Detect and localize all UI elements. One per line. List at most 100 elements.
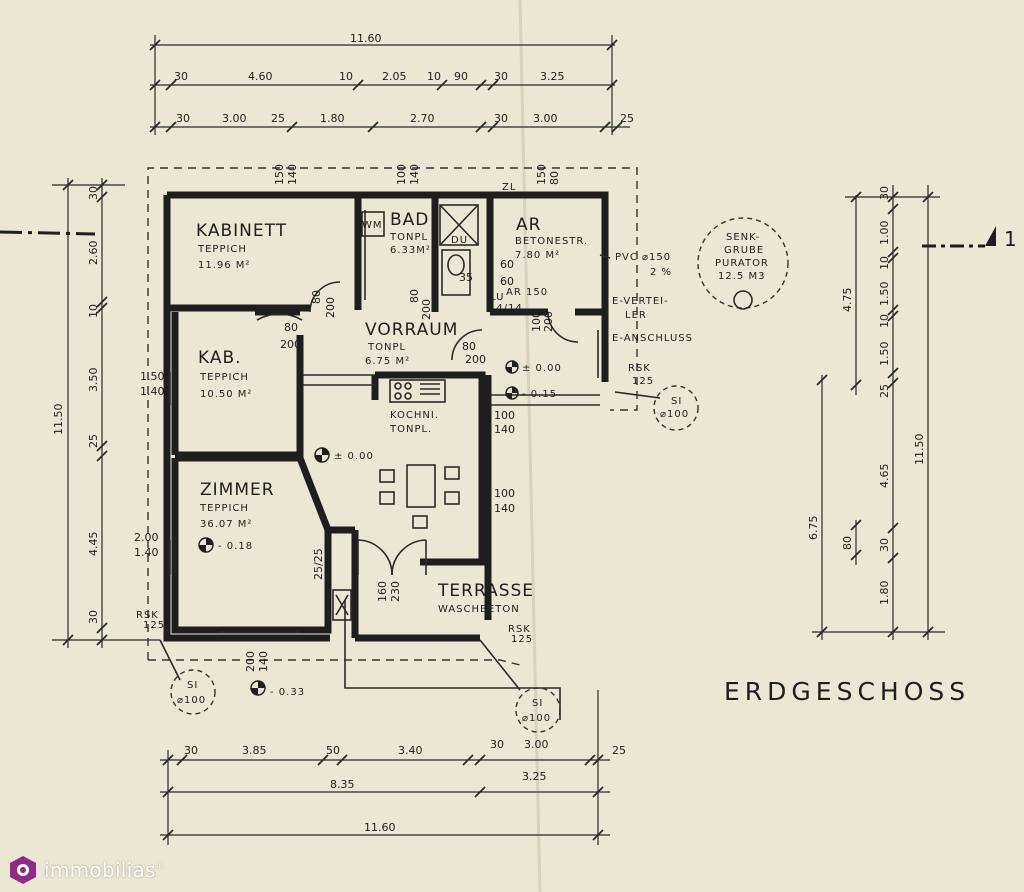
plan-title: ERDGESCHOSS <box>724 677 970 706</box>
room-bad-floor: TONPL <box>389 232 428 243</box>
paper-fold <box>518 0 542 892</box>
opening-200c: 200 <box>324 297 337 318</box>
fixture-ar150: AR 150 <box>506 287 548 298</box>
top-dim-325: 3.25 <box>540 70 565 83</box>
brand-text: immobilias <box>44 858 156 882</box>
opening-200e: 200 <box>542 311 555 332</box>
fixture-labels: WM DU ZL AR 150 LU 14/14 <box>362 182 548 314</box>
bottom-dim-30a: 30 <box>184 744 198 757</box>
e-verteiler-label-2: LER <box>625 310 647 321</box>
rsk-left-value: 125 <box>143 620 165 631</box>
top-dim3-300b: 3.00 <box>533 112 558 125</box>
bottom-dim-50: 50 <box>326 744 340 757</box>
top-dimensions: 11.60 30 4.60 10 2.05 10 90 30 3.25 30 3… <box>149 32 634 135</box>
room-kochni-name: KOCHNI. <box>390 410 439 421</box>
right-dim-10b: 10 <box>878 314 891 328</box>
room-ar-area: 7.80 M² <box>515 250 560 261</box>
right-dim-150a: 1.50 <box>878 282 891 307</box>
interior-details <box>169 204 600 633</box>
bottom-overall-dim: 11.60 <box>364 821 396 834</box>
si-left-value: ⌀100 <box>177 695 206 706</box>
top-dim3-300a: 3.00 <box>222 112 247 125</box>
level-marker-ar2-icon <box>505 386 519 400</box>
brand-registered-mark: ® <box>155 862 166 873</box>
window-100e: 100 <box>494 409 515 422</box>
left-dim-10: 10 <box>87 304 100 318</box>
section-marker-label: 1 <box>1004 227 1017 251</box>
top-overall-dim: 11.60 <box>350 32 382 45</box>
window-140: 140 <box>286 164 299 185</box>
building-walls <box>163 191 609 642</box>
rsk-right-value: 125 <box>632 376 654 387</box>
room-kochni-floor: TONPL. <box>389 424 432 435</box>
section-marker-right-icon <box>922 226 996 248</box>
opening-60a: 60 <box>500 258 514 271</box>
window-150c: 1.50 <box>140 370 165 383</box>
window-140g: 140 <box>257 651 270 672</box>
opening-200d: 200 <box>420 299 433 320</box>
rsk-right-label: RSK <box>628 363 651 374</box>
left-dimensions: 11.50 30 2.60 10 3.50 25 4.45 30 <box>52 178 160 648</box>
level-outside: - 0.33 <box>270 687 305 698</box>
level-zimmer: - 0.18 <box>218 541 253 552</box>
room-ar-name: AR <box>516 215 541 235</box>
room-kab-name: KAB. <box>198 348 242 368</box>
room-zimmer-area: 36.07 M² <box>200 519 252 530</box>
drain-lines <box>159 254 661 720</box>
rsk-left-label: RSK <box>136 610 159 621</box>
left-dim-25: 25 <box>87 434 100 448</box>
senkgrube-label-2: GRUBE <box>724 245 764 256</box>
opening-200b: 200 <box>465 353 486 366</box>
room-kabinett-name: KABINETT <box>196 221 287 241</box>
brand-logo[interactable]: immobilias® <box>8 855 165 885</box>
right-dim-80: 80 <box>841 536 854 550</box>
left-dim-260: 2.60 <box>87 241 100 266</box>
window-140d: 1.40 <box>134 546 159 559</box>
shaft-2525: 25/25 <box>312 548 325 580</box>
window-200: 2.00 <box>134 531 159 544</box>
bottom-dim-385: 3.85 <box>242 744 267 757</box>
right-dim-150b: 1.50 <box>878 342 891 367</box>
fixture-lu-size: 14/14 <box>489 303 523 314</box>
opening-200a: 200 <box>280 338 301 351</box>
rsk-bottom-label: RSK <box>508 624 531 635</box>
top-row2-ticks <box>149 79 618 91</box>
bottom-dim-300: 3.00 <box>524 738 549 751</box>
top-dim-10b: 10 <box>427 70 441 83</box>
level-ar2: - 0.15 <box>522 389 557 400</box>
right-dim-100: 1.00 <box>878 221 891 246</box>
room-kab-floor: TEPPICH <box>199 372 249 383</box>
room-terrasse-name: TERRASSE <box>437 581 534 601</box>
right-dim-30a: 30 <box>878 186 891 200</box>
level-marker-ar-icon <box>505 360 519 374</box>
opening-60b: 60 <box>500 275 514 288</box>
bottom-dim-835: 8.35 <box>330 778 355 791</box>
level-ar: ± 0.00 <box>522 363 562 374</box>
left-overall-dim: 11.50 <box>52 404 65 436</box>
top-dim3-270: 2.70 <box>410 112 435 125</box>
bottom-dimensions: 30 3.85 50 3.40 30 3.00 25 8.35 3.25 11.… <box>160 690 626 845</box>
roof-outline <box>147 167 638 660</box>
si-bottom-label: SI <box>532 698 543 709</box>
top-dim3-25b: 25 <box>620 112 634 125</box>
room-kabinett-floor: TEPPICH <box>197 244 247 255</box>
fixture-lu: LU <box>490 292 504 303</box>
window-140e: 140 <box>494 423 515 436</box>
fixture-zl: ZL <box>502 182 516 193</box>
brand-name: immobilias® <box>44 858 165 882</box>
senkgrube-label-1: SENK- <box>726 232 760 243</box>
left-dim-30a: 30 <box>87 186 100 200</box>
room-vorraum-floor: TONPL <box>367 342 406 353</box>
room-labels: KABINETT TEPPICH 11.96 M² KAB. TEPPICH 1… <box>196 210 587 615</box>
sickerschacht-left-icon: SI ⌀100 <box>170 669 216 715</box>
window-80: 80 <box>548 171 561 185</box>
slope-label: 2 % <box>650 267 672 278</box>
fixture-wm: WM <box>362 220 383 231</box>
opening-100: 100 <box>530 311 543 332</box>
external-annotations: PVC ⌀150 2 % E-VERTEI- LER E-ANSCHLUSS R… <box>136 217 789 733</box>
window-140c: 1.40 <box>140 385 165 398</box>
sickerschacht-bottom-icon: SI ⌀100 <box>515 687 561 733</box>
top-dim-10a: 10 <box>339 70 353 83</box>
level-marker-outside-icon <box>250 680 266 696</box>
